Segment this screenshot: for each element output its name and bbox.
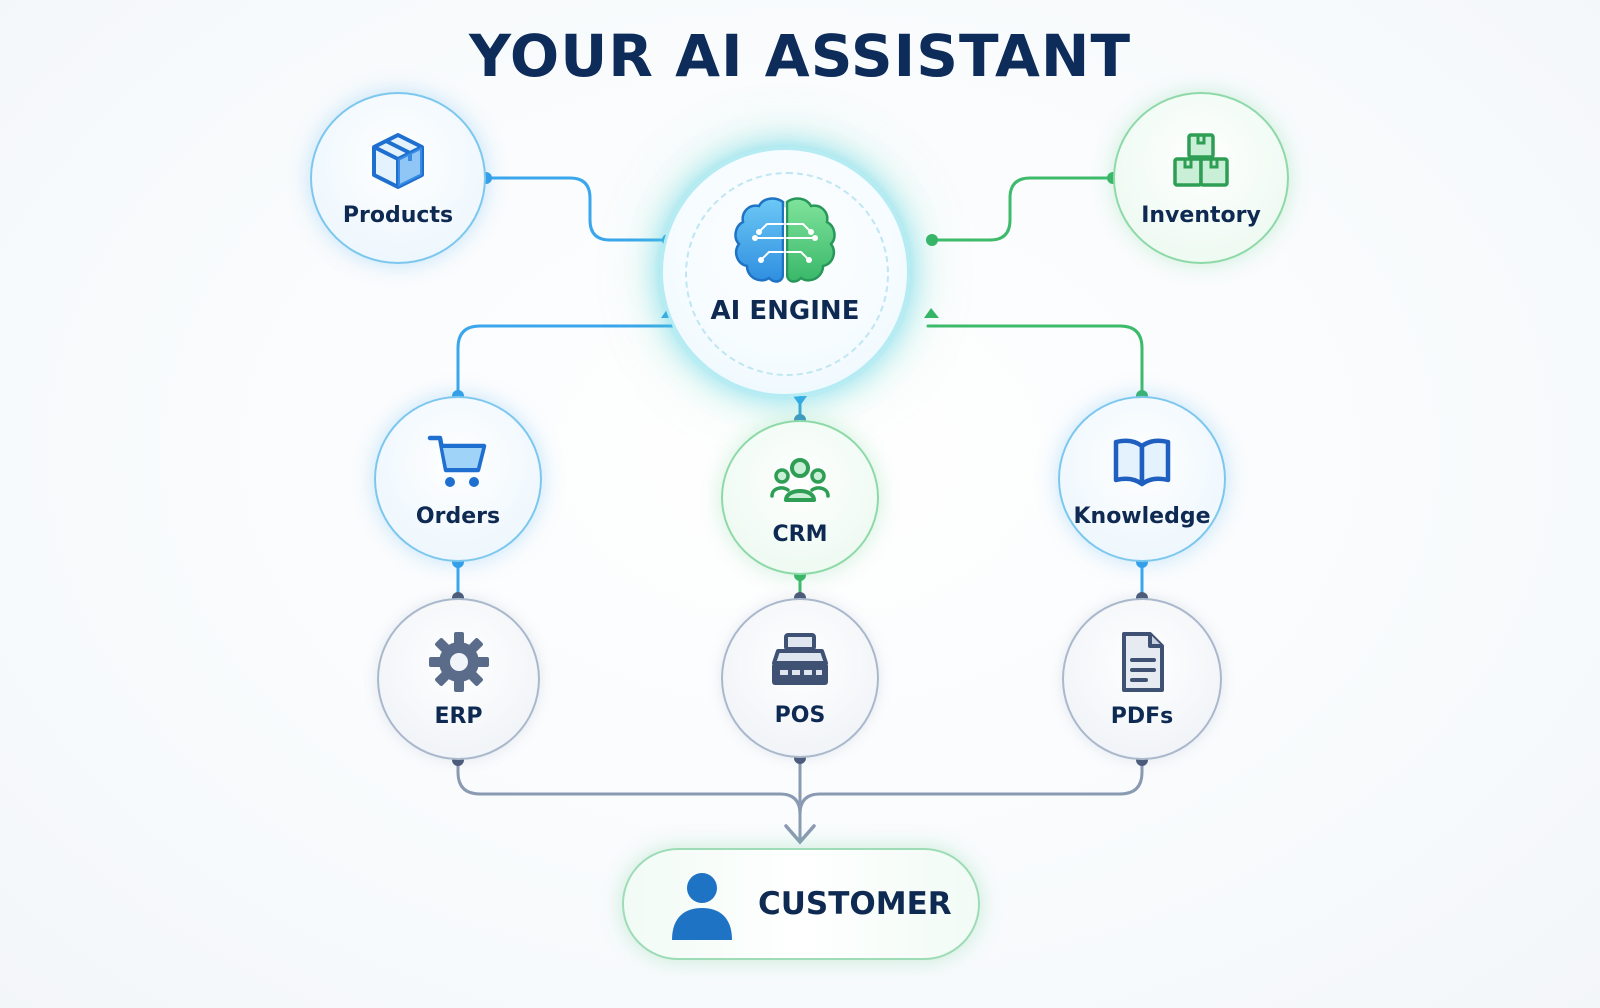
stacked-boxes-icon: [1173, 132, 1229, 187]
products-node[interactable]: Products: [310, 92, 486, 264]
link-engine-orders: [456, 324, 674, 398]
open-book-icon: [1113, 438, 1171, 486]
knowledge-node[interactable]: Knowledge: [1058, 396, 1226, 562]
inventory-label: Inventory: [1141, 202, 1261, 228]
customer-label: CUSTOMER: [758, 886, 952, 922]
arrowhead: [784, 824, 816, 845]
products-label: Products: [342, 202, 454, 228]
ai-engine-node[interactable]: AI ENGINE: [660, 147, 910, 397]
orders-node[interactable]: Orders: [374, 396, 542, 562]
link-products-engine: [484, 176, 670, 242]
link-inventory-engine: [930, 176, 1115, 242]
cash-register-icon: [772, 632, 828, 685]
pos-node[interactable]: POS: [721, 598, 879, 758]
users-group-icon: [770, 458, 830, 502]
shopping-cart-icon: [427, 435, 487, 487]
box-icon: [372, 132, 424, 189]
crm-label: CRM: [772, 522, 828, 547]
engine-inner-ring: [685, 172, 889, 376]
pos-label: POS: [774, 702, 826, 728]
inventory-node[interactable]: Inventory: [1113, 92, 1289, 264]
pdfs-node[interactable]: PDFs: [1062, 598, 1222, 760]
brain-circuit-icon: [734, 197, 836, 283]
document-icon: [1122, 631, 1164, 692]
orders-label: Orders: [415, 503, 501, 529]
customer-node[interactable]: CUSTOMER: [622, 848, 980, 960]
person-icon: [672, 873, 732, 940]
link-pdfs-customer: [798, 758, 1144, 842]
erp-node[interactable]: ERP: [377, 598, 540, 760]
link-erp-customer: [456, 758, 802, 842]
crm-node[interactable]: CRM: [721, 420, 879, 575]
knowledge-label: Knowledge: [1073, 503, 1211, 529]
erp-label: ERP: [434, 703, 483, 729]
ai-engine-label: AI ENGINE: [710, 296, 860, 326]
gear-icon: [428, 631, 489, 692]
diagram-title: YOUR AI ASSISTANT: [468, 22, 1132, 90]
pdfs-label: PDFs: [1110, 703, 1174, 729]
link-engine-knowledge: [926, 324, 1144, 398]
